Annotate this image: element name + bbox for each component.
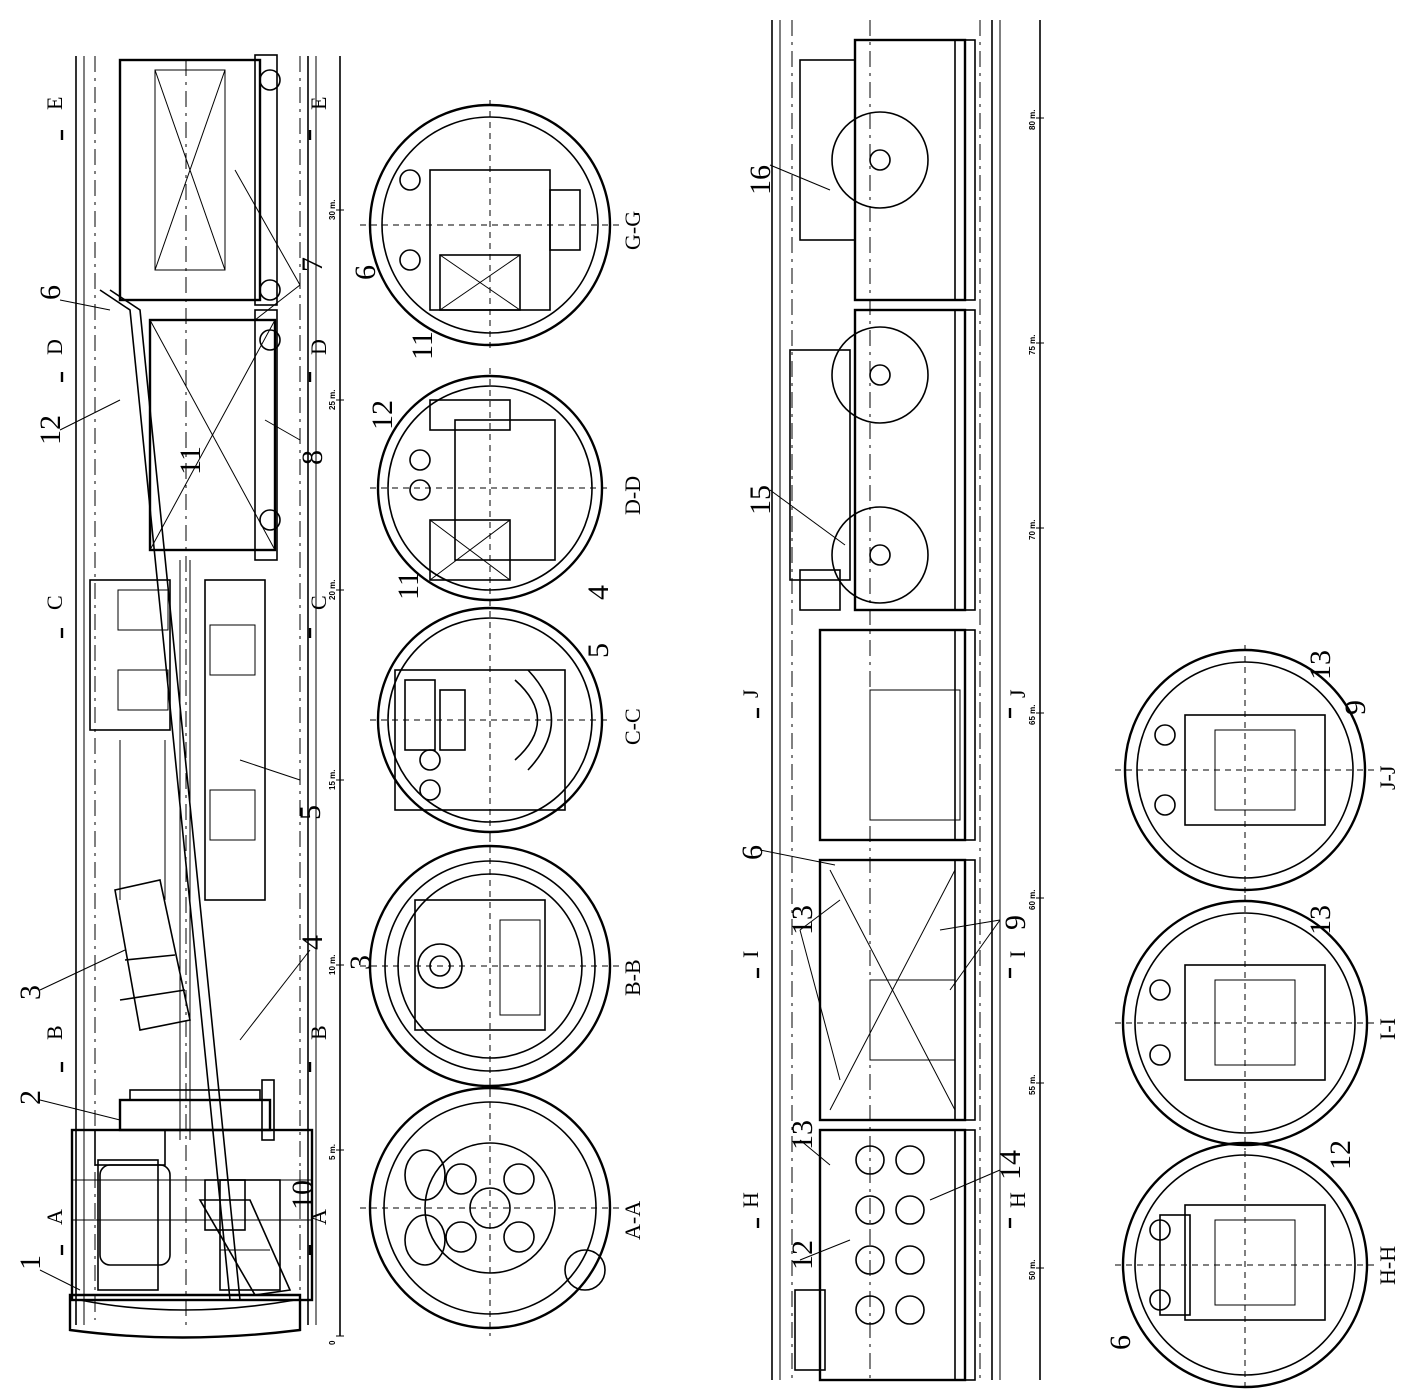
item-label: 2 bbox=[14, 1090, 47, 1105]
item-label: 11 bbox=[174, 446, 207, 475]
item-label: 13 bbox=[1304, 650, 1337, 680]
scale-label: 15 m. bbox=[328, 770, 337, 790]
right-section-marks: J J I I H H bbox=[738, 689, 1030, 1208]
section-mark: E bbox=[42, 97, 67, 110]
section-mark: B bbox=[306, 1025, 331, 1040]
item-label: 6 bbox=[736, 845, 769, 860]
section-view-label: A-A bbox=[620, 1201, 645, 1240]
left-section-views bbox=[360, 100, 620, 1336]
item-label: 3 bbox=[344, 955, 377, 970]
item-label: 10 bbox=[286, 1180, 319, 1210]
scale-label: 70 m. bbox=[1028, 520, 1037, 540]
right-scale-labels: 50 m. 55 m. 60 m. 65 m. 70 m. 75 m. 80 m… bbox=[1028, 110, 1037, 1280]
section-mark: A bbox=[42, 1209, 67, 1225]
item-label: 12 bbox=[366, 400, 399, 430]
item-label: 6 bbox=[349, 265, 382, 280]
item-label: 13 bbox=[1304, 905, 1337, 935]
section-mark: H bbox=[1005, 1192, 1030, 1208]
item-label: 1 bbox=[14, 1255, 47, 1270]
scale-label: 75 m. bbox=[1028, 335, 1037, 355]
section-view-label: G-G bbox=[620, 211, 645, 250]
section-mark: I bbox=[1005, 951, 1030, 958]
left-scale-labels: 0 5 m. 10 m. 15 m. 20 m. 25 m. 30 m. bbox=[328, 200, 337, 1345]
left-item-labels: 1 2 3 4 10 3 5 4 5 11 12 6 8 7 11 6 12 1… bbox=[14, 257, 615, 1270]
scale-label: 5 m. bbox=[328, 1144, 337, 1160]
left-section-marks: A A B B C C D D E E bbox=[42, 97, 331, 1225]
scale-label: 65 m. bbox=[1028, 705, 1037, 725]
section-view-label: D-D bbox=[620, 476, 645, 515]
item-label: 6 bbox=[34, 285, 67, 300]
section-h-h bbox=[1115, 1140, 1375, 1390]
section-view-label: I-I bbox=[1375, 1018, 1400, 1040]
section-view-label: C-C bbox=[620, 708, 645, 745]
item-label: 7 bbox=[296, 257, 329, 272]
section-view-label: J-J bbox=[1375, 765, 1400, 790]
item-label: 14 bbox=[994, 1150, 1027, 1180]
section-view-label: H-H bbox=[1375, 1246, 1400, 1285]
item-label: 12 bbox=[786, 1240, 819, 1270]
item-label: 6 bbox=[1104, 1335, 1137, 1350]
section-mark: I bbox=[738, 951, 763, 958]
scale-label: 80 m. bbox=[1028, 110, 1037, 130]
left-section-view-labels: A-A B-B C-C D-D G-G bbox=[620, 211, 645, 1240]
section-b-b bbox=[360, 836, 620, 1096]
item-label: 11 bbox=[392, 571, 425, 600]
item-label: 9 bbox=[1339, 700, 1372, 715]
item-label: 11 bbox=[406, 331, 439, 360]
section-mark: A bbox=[306, 1209, 331, 1225]
section-i-i bbox=[1115, 895, 1375, 1150]
scale-label: 25 m. bbox=[328, 390, 337, 410]
scale-label: 30 m. bbox=[328, 200, 337, 220]
section-mark: H bbox=[738, 1192, 763, 1208]
item-label: 4 bbox=[582, 585, 615, 600]
section-mark: J bbox=[738, 689, 763, 698]
item-label: 13 bbox=[786, 1120, 819, 1150]
item-label: 12 bbox=[1324, 1140, 1357, 1170]
scale-label: 10 m. bbox=[328, 955, 337, 975]
section-g-g bbox=[360, 100, 620, 350]
left-machine-elevation bbox=[39, 54, 344, 1339]
item-label: 13 bbox=[786, 905, 819, 935]
section-mark: J bbox=[1005, 689, 1030, 698]
right-backup-train-elevation bbox=[756, 20, 1044, 1382]
section-view-label: B-B bbox=[620, 959, 645, 996]
scale-label: 20 m. bbox=[328, 580, 337, 600]
right-section-view-labels: J-J I-I H-H bbox=[1375, 765, 1400, 1285]
scale-label: 55 m. bbox=[1028, 1075, 1037, 1095]
section-mark: E bbox=[306, 97, 331, 110]
section-mark: C bbox=[306, 595, 331, 610]
item-label: 3 bbox=[14, 985, 47, 1000]
section-mark: B bbox=[42, 1025, 67, 1040]
section-c-c bbox=[370, 600, 610, 840]
item-label: 5 bbox=[294, 805, 327, 820]
item-label: 12 bbox=[34, 415, 67, 445]
right-section-views bbox=[1115, 645, 1375, 1390]
section-mark: C bbox=[42, 595, 67, 610]
section-mark: D bbox=[306, 339, 331, 355]
item-label: 15 bbox=[744, 485, 777, 515]
item-label: 5 bbox=[582, 643, 615, 658]
section-j-j bbox=[1115, 645, 1375, 895]
scale-label: 50 m. bbox=[1028, 1260, 1037, 1280]
section-mark: D bbox=[42, 339, 67, 355]
right-item-labels: 16 15 6 13 9 13 12 14 13 9 13 12 6 bbox=[736, 165, 1372, 1350]
scale-label: 60 m. bbox=[1028, 890, 1037, 910]
item-label: 4 bbox=[296, 935, 329, 950]
section-d-d bbox=[370, 368, 610, 608]
scale-label: 0 bbox=[328, 1340, 337, 1345]
section-a-a bbox=[360, 1080, 620, 1336]
item-label: 8 bbox=[296, 450, 329, 465]
item-label: 16 bbox=[744, 165, 777, 195]
item-label: 9 bbox=[999, 915, 1032, 930]
